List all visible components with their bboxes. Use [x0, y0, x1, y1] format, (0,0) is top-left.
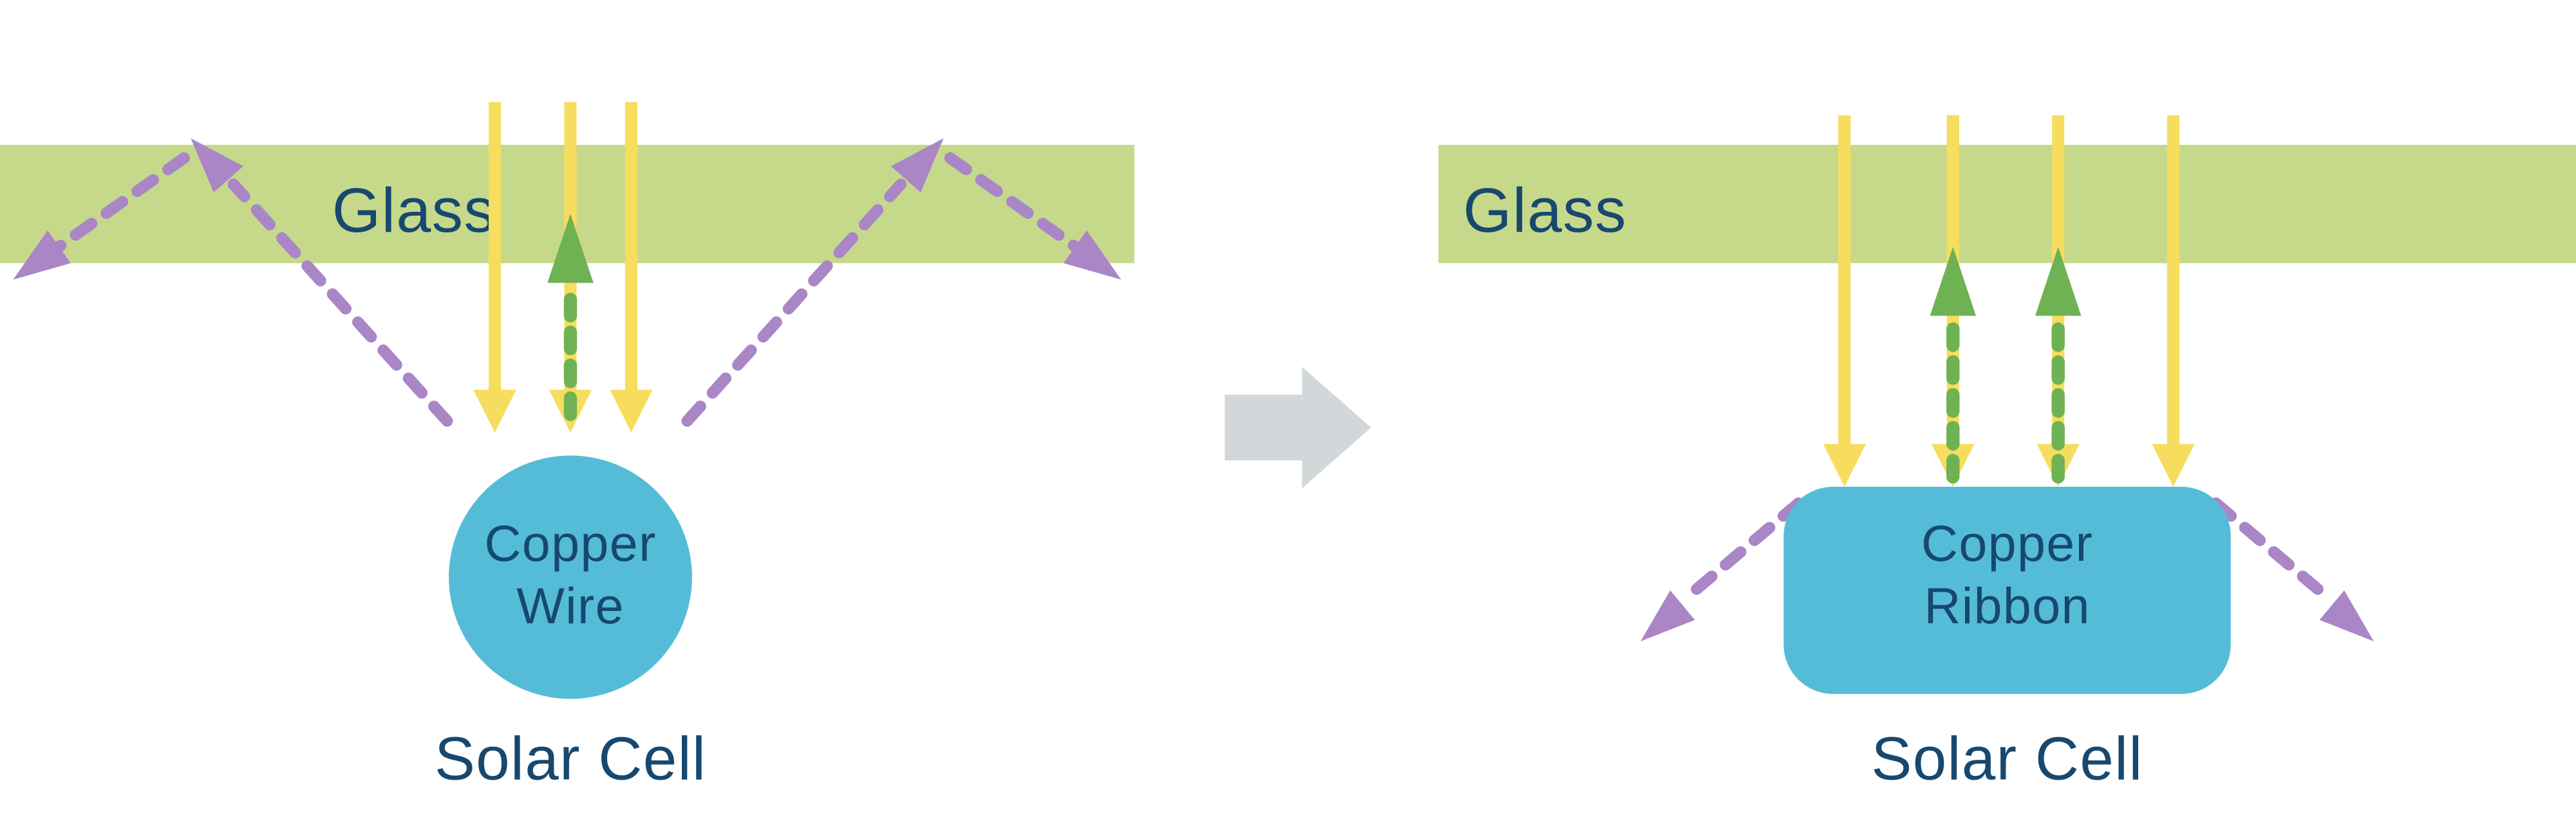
solar-cell-caption: Solar Cell	[435, 724, 706, 793]
copper-wire-shape	[449, 455, 692, 699]
scattered-ray-up-icon	[681, 178, 907, 427]
copper-ribbon-shape	[1783, 487, 2231, 694]
escaping-ray-icon	[48, 152, 190, 256]
scattered-ray-arrowhead-icon	[2319, 590, 2374, 642]
reflected-light-arrow	[547, 214, 594, 429]
scattered-ray-arrowhead-icon	[1641, 590, 1695, 642]
scattered-ray-icon	[2210, 497, 2327, 598]
scattered-ray-up-icon	[227, 178, 453, 427]
scattered-light-arrow-right	[2210, 497, 2374, 642]
copper-wire-label-line2: Wire	[516, 577, 625, 634]
sunlight-arrowhead-icon	[610, 390, 653, 433]
solar-cell-caption: Solar Cell	[1871, 724, 2143, 793]
right-panel: Glass	[1438, 115, 2576, 793]
reflected-light-arrow	[2035, 247, 2082, 489]
sunlight-arrow	[1823, 115, 1866, 487]
reflected-light-arrow	[1930, 247, 1977, 489]
reflected-arrowhead-icon	[2035, 247, 2082, 316]
reflected-arrowhead-icon	[547, 214, 594, 283]
reflected-arrowhead-icon	[1930, 247, 1977, 316]
sunlight-arrow	[473, 102, 516, 433]
sunlight-arrowhead-icon	[2152, 444, 2195, 487]
glass-label: Glass	[1463, 175, 1626, 245]
escaping-ray-icon	[944, 152, 1086, 256]
sunlight-arrow	[610, 102, 653, 433]
escaping-ray-arrowhead-icon	[13, 230, 71, 280]
escaped-light-path-left	[13, 138, 453, 427]
copper-wire-label-line1: Copper	[484, 514, 656, 572]
copper-ribbon-label-line1: Copper	[1921, 514, 2093, 572]
sunlight-arrowhead-icon	[473, 390, 516, 433]
transform-arrow-icon	[1225, 366, 1371, 489]
scattered-ray-up-arrowhead-icon	[890, 138, 944, 193]
glass-label: Glass	[332, 175, 496, 245]
sunlight-arrow	[2152, 115, 2195, 487]
scattered-ray-up-arrowhead-icon	[191, 138, 243, 193]
copper-ribbon-label-line2: Ribbon	[1924, 577, 2090, 634]
scattered-light-arrow-left	[1641, 497, 1805, 642]
glass-layer	[1438, 144, 2576, 263]
escaping-ray-arrowhead-icon	[1063, 230, 1122, 280]
escaped-light-path-right	[681, 138, 1122, 427]
scattered-ray-icon	[1687, 497, 1805, 598]
left-panel: Glass	[0, 102, 1134, 793]
sunlight-arrowhead-icon	[1823, 444, 1866, 487]
